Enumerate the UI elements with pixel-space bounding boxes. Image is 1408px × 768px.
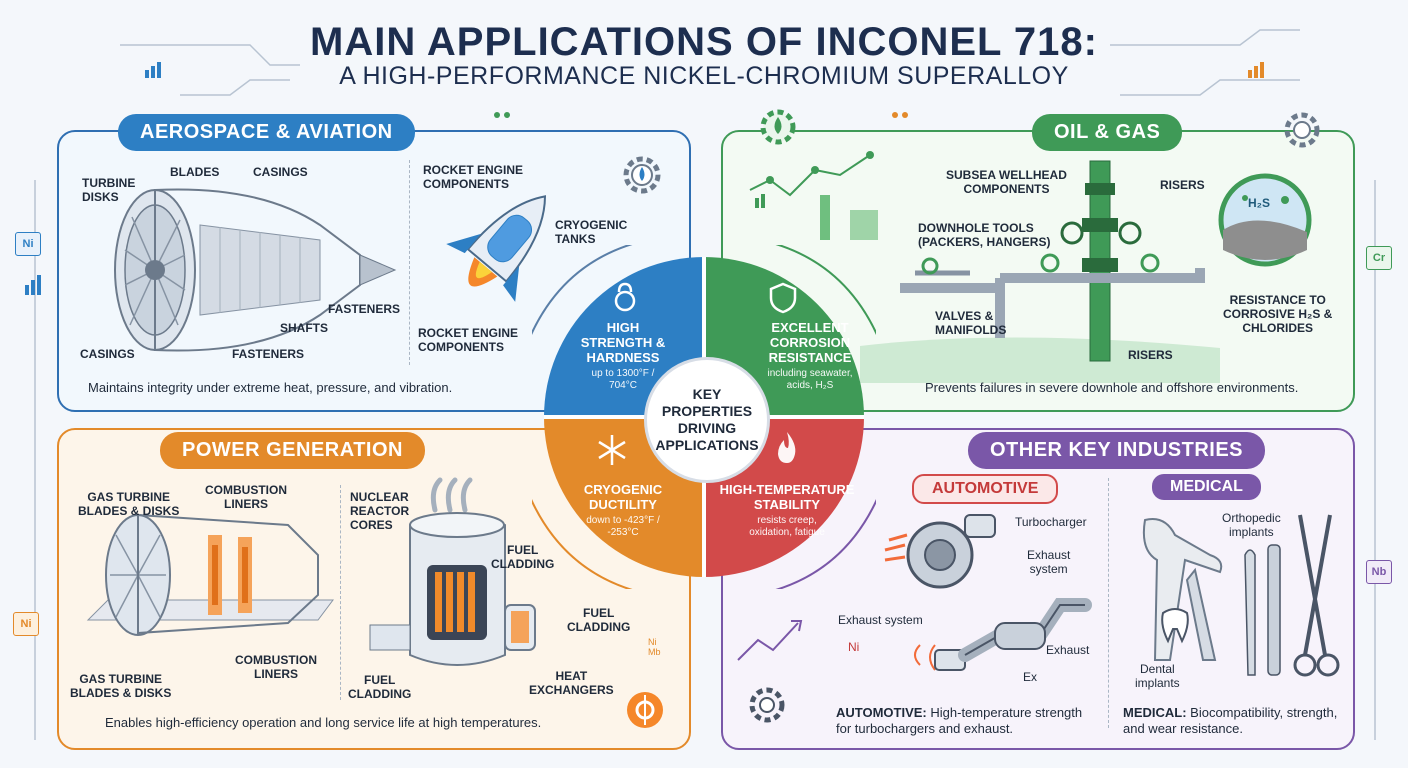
power-caption: Enables high-efficiency operation and lo…	[105, 715, 542, 730]
aerospace-caption: Maintains integrity under extreme heat, …	[88, 380, 453, 395]
strength-title: HIGH STRENGTH & HARDNESS	[580, 320, 666, 365]
label-exhaust-system-left: Exhaust system	[838, 613, 923, 627]
label-casings-bottom: CASINGS	[80, 347, 135, 361]
label-shafts: SHAFTS	[280, 321, 328, 335]
medical-caption: MEDICAL: Biocompatibility, strength, and…	[1123, 705, 1337, 737]
nuclear-reactor-icon	[369, 477, 536, 666]
label-cryogenic-tanks: CRYOGENIC TANKS	[555, 218, 628, 246]
label-valves-manifolds: VALVES & MANIFOLDS	[935, 309, 1007, 337]
power-heading: POWER GENERATION	[160, 432, 425, 469]
oil-gas-heading: OIL & GAS	[1032, 114, 1183, 151]
label-blades: BLADES	[170, 165, 220, 179]
label-dental: Dental implants	[1135, 662, 1180, 690]
corrosion-text: EXCELLENT CORROSION RESISTANCE including…	[740, 320, 880, 392]
arrow-chart-icon	[737, 620, 803, 661]
label-fasteners-bottom: FASTENERS	[232, 347, 305, 361]
label-orthopedic: Orthopedic implants	[1222, 511, 1281, 539]
label-turbocharger: Turbocharger	[1015, 515, 1087, 529]
label-combustion-top: COMBUSTION LINERS	[205, 483, 287, 511]
key-properties-core: KEY PROPERTIES DRIVING APPLICATIONS	[644, 357, 770, 483]
label-risers-bottom: RISERS	[1128, 348, 1173, 362]
medical-heading: MEDICAL	[1152, 474, 1261, 500]
gear-icon-automotive	[749, 687, 785, 723]
label-risers-top: RISERS	[1160, 178, 1205, 192]
corrosion-title: EXCELLENT CORROSION RESISTANCE	[768, 320, 852, 365]
aerospace-heading: AEROSPACE & AVIATION	[118, 114, 415, 151]
power-divider	[340, 485, 341, 700]
cryogenic-title: CRYOGENIC DUCTILITY	[583, 482, 663, 512]
label-exhaust: Exhaust	[1046, 643, 1090, 657]
h2s-label: H₂S	[1248, 196, 1271, 210]
growth-chart-icon	[749, 151, 878, 240]
shield-icon	[769, 282, 797, 314]
thermal-title: HIGH-TEMPERATURE STABILITY	[719, 482, 855, 512]
automotive-heading: AUTOMOTIVE	[912, 474, 1059, 504]
snowflake-icon	[598, 435, 626, 465]
label-subsea-wellhead: SUBSEA WELLHEAD COMPONENTS	[946, 168, 1067, 196]
label-ni-auto: Ni	[848, 640, 860, 654]
h2s-magnifier-icon	[1218, 173, 1312, 267]
gear-icon	[623, 156, 661, 194]
thermal-detail: resists creep, oxidation, fatigue	[749, 515, 825, 538]
turbocharger-icon	[884, 514, 996, 589]
label-fuel-cladding-2: FUEL CLADDING	[567, 606, 631, 634]
medical-caption-text: Biocompatibility, strength, and wear res…	[1123, 705, 1338, 736]
cryogenic-detail: down to -423°F / -253°C	[586, 515, 660, 538]
other-divider	[1108, 478, 1109, 728]
automotive-caption-text: High-temperature strength for turbocharg…	[836, 705, 1083, 736]
tooth-icon	[1161, 608, 1189, 644]
automotive-caption-bold: AUTOMOTIVE:	[836, 705, 927, 720]
flame-icon	[778, 432, 796, 463]
nickel-badge: Ni	[15, 232, 41, 256]
corrosion-detail: including seawater, acids, H₂S	[767, 368, 853, 391]
automotive-caption: AUTOMOTIVE: High-temperature strength fo…	[836, 705, 1082, 737]
nickel-badge-power: Ni	[13, 612, 39, 636]
label-ni-mb: Ni Mb	[648, 637, 661, 657]
label-downhole-tools: DOWNHOLE TOOLS (PACKERS, HANGERS)	[918, 221, 1051, 249]
core-label: KEY PROPERTIES DRIVING APPLICATIONS	[655, 386, 759, 453]
label-gas-turbine-bottom: GAS TURBINE BLADES & DISKS	[70, 672, 172, 700]
page-title: MAIN APPLICATIONS OF INCONEL 718:	[310, 20, 1098, 64]
label-heat-exchangers: HEAT EXCHANGERS	[529, 669, 614, 697]
label-fasteners-right: FASTENERS	[328, 302, 401, 316]
label-rocket-engine-bottom: ROCKET ENGINE COMPONENTS	[418, 326, 519, 354]
jet-engine-icon	[114, 188, 397, 352]
wellhead-icon	[860, 160, 1220, 383]
surgical-tools-icon	[1244, 514, 1340, 677]
settings-circle-icon	[627, 692, 663, 728]
chromium-badge: Cr	[1366, 246, 1392, 270]
niobium-badge: Nb	[1366, 560, 1392, 584]
label-combustion-bottom: COMBUSTION LINERS	[235, 653, 317, 681]
label-rocket-engine-top: ROCKET ENGINE COMPONENTS	[423, 163, 524, 191]
strength-text: HIGH STRENGTH & HARDNESS up to 1300°F / …	[553, 320, 693, 392]
label-corrosion-resistance: RESISTANCE TO CORROSIVE H₂S & CHLORIDES	[1223, 293, 1333, 335]
medical-caption-bold: MEDICAL:	[1123, 705, 1187, 720]
label-turbine-disks: TURBINE DISKS	[82, 176, 136, 204]
gas-turbine-icon	[86, 513, 334, 636]
label-ex: Ex	[1023, 670, 1038, 684]
cryogenic-text: CRYOGENIC DUCTILITY down to -423°F / -25…	[553, 482, 693, 539]
thermal-text: HIGH-TEMPERATURE STABILITY resists creep…	[712, 482, 862, 539]
exhaust-pipe-icon	[914, 598, 1092, 671]
kettlebell-icon	[614, 282, 636, 312]
rocket-icon	[446, 195, 546, 302]
water-drop-gear-icon	[760, 109, 796, 145]
label-casings-top: CASINGS	[253, 165, 308, 179]
label-fuel-cladding-1: FUEL CLADDING	[491, 543, 555, 571]
gear-icon-oil	[1284, 112, 1320, 148]
label-nuclear-reactor: NUCLEAR REACTOR CORES	[350, 490, 410, 532]
label-exhaust-system-right: Exhaust system	[1027, 548, 1071, 576]
page-subtitle: A HIGH-PERFORMANCE NICKEL-CHROMIUM SUPER…	[339, 62, 1069, 90]
label-fuel-cladding-3: FUEL CLADDING	[348, 673, 412, 701]
other-industries-heading: OTHER KEY INDUSTRIES	[968, 432, 1265, 469]
orthopedic-implant-icon	[1142, 518, 1223, 661]
label-gas-turbine-top: GAS TURBINE BLADES & DISKS	[78, 490, 180, 518]
aerospace-divider	[409, 160, 410, 365]
strength-detail: up to 1300°F / 704°C	[591, 368, 655, 391]
oil-gas-caption: Prevents failures in severe downhole and…	[925, 380, 1299, 395]
